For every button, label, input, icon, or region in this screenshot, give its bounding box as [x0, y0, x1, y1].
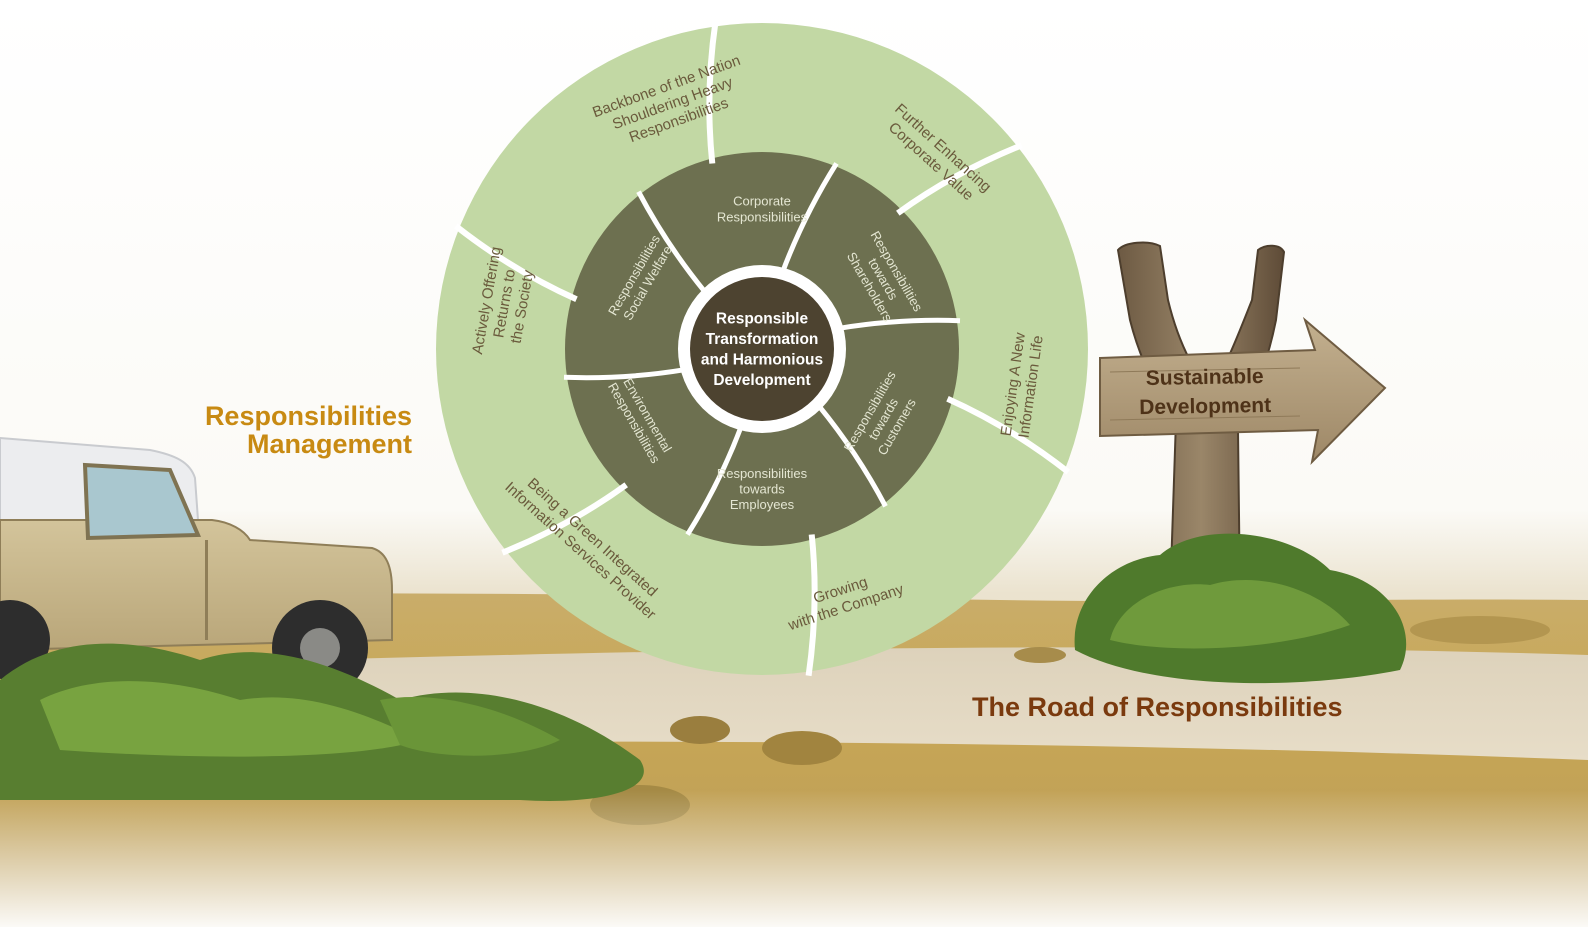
grass-tuft	[1410, 616, 1550, 644]
heading-line: Management	[246, 429, 412, 459]
outer-divider	[706, 21, 719, 164]
ground-fog	[0, 790, 1588, 927]
grass-tuft	[1014, 647, 1066, 663]
outer-divider	[896, 142, 1023, 216]
center-label-line: Responsible	[716, 311, 809, 328]
heading-line: Responsibilities	[204, 401, 412, 431]
signpost-arrow-board	[1099, 316, 1387, 466]
center-disc	[690, 277, 834, 421]
signpost-label-line: Development	[1139, 394, 1271, 419]
inner-divider	[636, 190, 708, 294]
bush-highlight	[380, 696, 560, 756]
bush-highlight	[40, 681, 420, 757]
center-label-line: Transformation	[706, 331, 819, 348]
signpost-bush-highlight	[1110, 579, 1350, 649]
jeep-door-line	[205, 540, 208, 640]
inner-divider	[838, 317, 961, 331]
segment-label-line: Employees	[730, 497, 795, 512]
segment-label-line: Responsibilities	[717, 209, 808, 224]
responsibilities-management-heading: Responsibilities Management	[150, 402, 412, 458]
wood-grain	[1109, 415, 1301, 421]
outer-divider	[453, 223, 578, 303]
jeep-windshield	[82, 462, 202, 541]
grass-tuft	[670, 716, 730, 744]
outer-divider	[946, 395, 1071, 475]
inner-divider	[685, 425, 744, 536]
segment-label-line: Responsibilities	[717, 466, 808, 481]
center-label-line: Development	[713, 372, 810, 389]
signpost-illustration	[1074, 241, 1407, 684]
signpost-label: SustainableDevelopment	[1139, 365, 1272, 419]
jeep-illustration	[0, 436, 644, 801]
responsibility-wheel: Backbone of the NationShouldering HeavyR…	[436, 21, 1088, 677]
jeep-hubcap	[300, 628, 340, 668]
outer-divider	[501, 482, 628, 556]
road-of-responsibilities-heading: The Road of Responsibilities	[972, 692, 1343, 722]
wood-grain	[1109, 367, 1301, 373]
outer-divider	[805, 534, 818, 677]
grass-tuft	[762, 731, 842, 765]
ring-dividers	[453, 21, 1071, 677]
inner-divider	[816, 404, 888, 508]
segment-label-line: Corporate	[733, 194, 791, 209]
segment-label-line: towards	[739, 482, 785, 497]
inner-divider	[780, 162, 839, 273]
center-label-line: and Harmonious	[701, 352, 823, 369]
signpost-label-line: Sustainable	[1146, 365, 1264, 390]
inner-divider	[563, 367, 686, 381]
